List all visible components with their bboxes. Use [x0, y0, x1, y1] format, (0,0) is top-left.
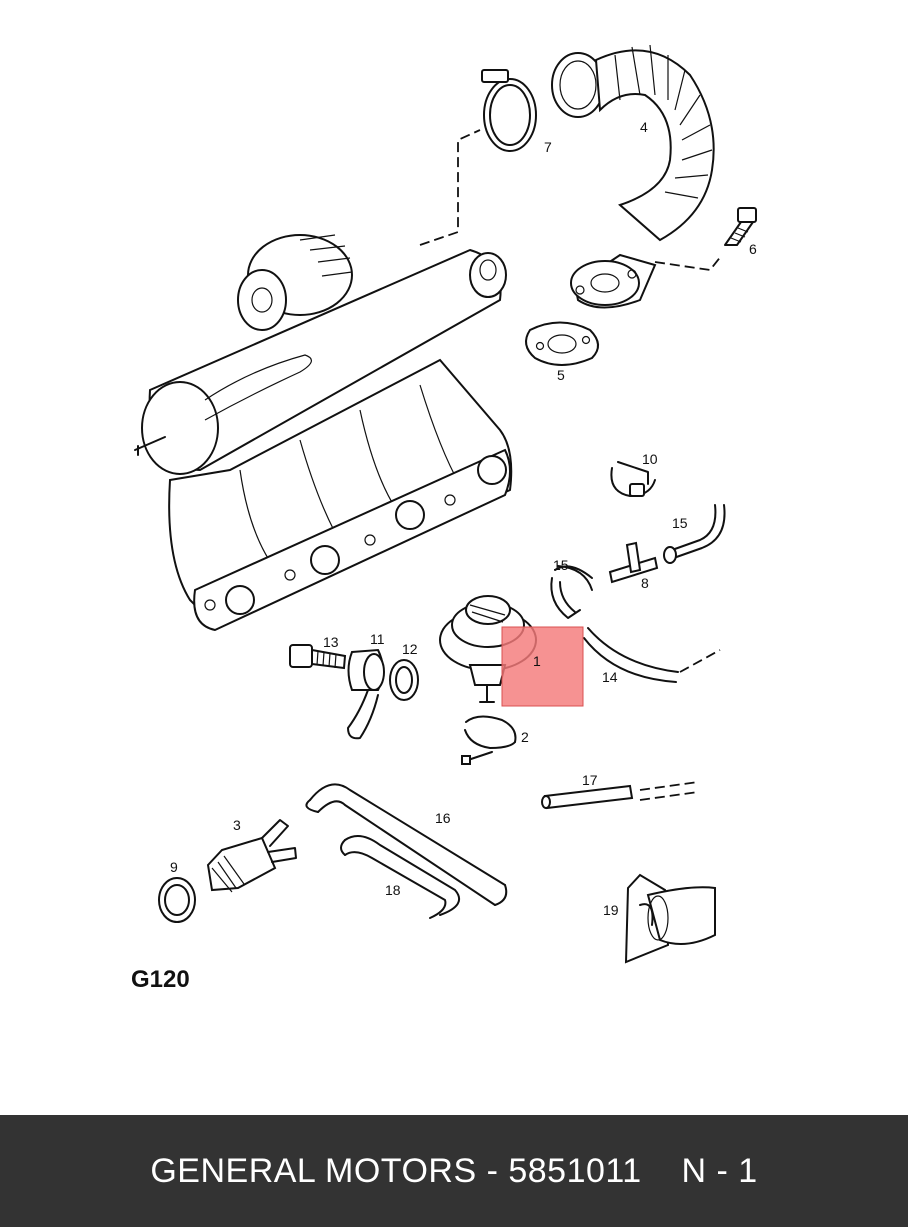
part-label-17: 17	[582, 772, 598, 788]
part-label-14: 14	[602, 669, 618, 685]
part-label-16: 16	[435, 810, 451, 826]
leader-line-7	[419, 129, 481, 246]
part-label-2: 2	[521, 729, 529, 745]
part-label-7: 7	[544, 139, 552, 155]
bolt-6	[724, 207, 757, 246]
part-label-19: 19	[603, 902, 619, 918]
temperature-switch-3	[206, 819, 297, 893]
part-label-15-right: 15	[672, 515, 688, 531]
part-label-15-left: 15	[553, 557, 569, 573]
part-label-10: 10	[642, 451, 658, 467]
part-label-11: 11	[370, 631, 385, 647]
bracket-19	[624, 873, 716, 964]
part-label-3: 3	[233, 817, 241, 833]
part-label-12: 12	[402, 641, 418, 657]
part-label-13: 13	[323, 634, 339, 650]
highlight-box-part-1	[501, 626, 584, 707]
part-label-8: 8	[641, 575, 649, 591]
hose-14	[583, 627, 721, 683]
part-label-4: 4	[640, 119, 648, 135]
small-hose-15-left	[550, 565, 593, 619]
egr-pipe-4	[551, 44, 715, 309]
part-label-6: 6	[749, 241, 757, 257]
seal-ring-12	[389, 659, 419, 701]
hose-clamp-7	[481, 69, 537, 152]
hose-16	[305, 783, 508, 906]
part-label-9: 9	[170, 859, 178, 875]
leader-line-6	[654, 254, 723, 271]
parts-diagram: 1 2 3 4 5 6 7 8 9 10 11 12 13 14 15 15 1…	[131, 44, 757, 993]
footer-bar: GENERAL MOTORS - 5851011 N - 1	[0, 1115, 908, 1227]
diagram-code: G120	[131, 966, 190, 993]
banjo-bolt-13	[289, 644, 347, 670]
part-label-18: 18	[385, 882, 401, 898]
clamp-2	[461, 715, 517, 765]
small-hose-15-right	[663, 504, 726, 564]
clip-10	[610, 461, 656, 497]
t-connector-8	[608, 541, 659, 584]
banjo-fitting-11	[347, 648, 385, 740]
hose-18	[340, 835, 460, 919]
washer-9	[158, 877, 196, 923]
tube-17	[541, 781, 699, 810]
footer-part-title: GENERAL MOTORS - 5851011 N - 1	[150, 1151, 758, 1190]
part-label-5: 5	[557, 367, 565, 383]
part-label-1: 1	[533, 653, 541, 669]
intake-manifold-illustration	[134, 234, 513, 632]
gasket-5	[525, 321, 599, 366]
